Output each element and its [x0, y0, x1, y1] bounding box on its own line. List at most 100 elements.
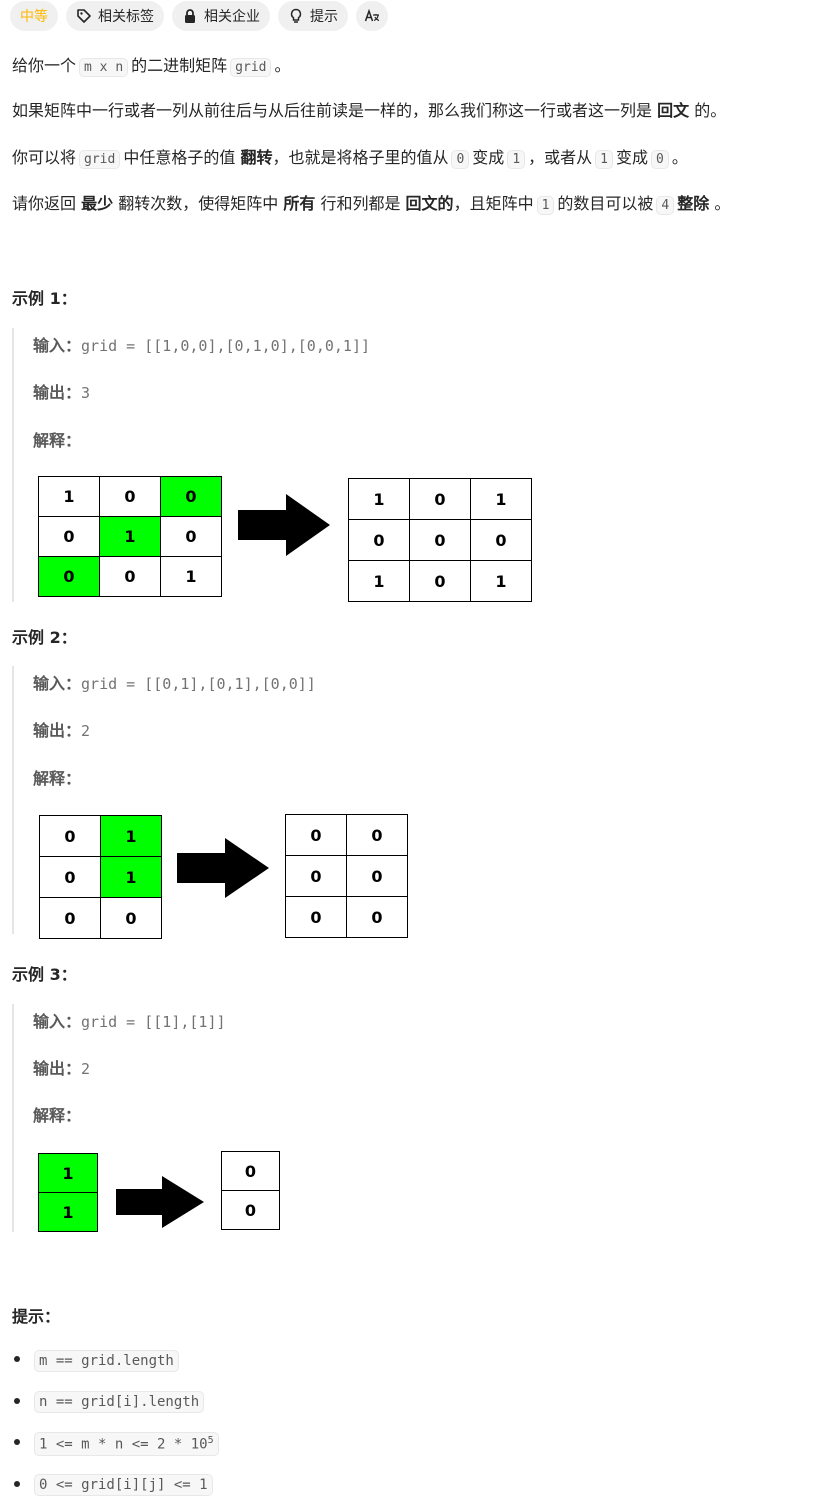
- grid-cell: 0: [40, 816, 101, 857]
- input-value: grid = [[1],[1]]: [81, 1013, 226, 1031]
- example-2-explanation: 解释：: [33, 765, 81, 789]
- grid-cell: 0: [161, 477, 222, 517]
- grid-cell: 0: [222, 1191, 280, 1230]
- companies-tag-label: 相关企业: [204, 6, 260, 26]
- constraint-code: 1 <= m * n <= 2 * 105: [34, 1432, 219, 1456]
- constraint-code: n == grid[i].length: [34, 1391, 204, 1413]
- grid-cell: 0: [100, 477, 161, 517]
- hint-tag-button[interactable]: 提示: [278, 1, 348, 31]
- translate-icon: [364, 8, 380, 24]
- text: 请你返回: [12, 194, 76, 213]
- inline-code: grid: [230, 58, 271, 77]
- grid-cell: 0: [286, 897, 347, 938]
- bold-text: 最少: [81, 194, 113, 213]
- grid-cell: 0: [347, 897, 408, 938]
- grid-cell: 0: [347, 815, 408, 856]
- topics-tag-button[interactable]: 相关标签: [66, 1, 164, 31]
- example-3-output: 输出：2: [33, 1055, 90, 1079]
- grid-cell: 0: [347, 856, 408, 897]
- input-value: grid = [[1,0,0],[0,1,0],[0,0,1]]: [81, 337, 370, 355]
- text: 。: [274, 56, 290, 75]
- grid-cell: 0: [101, 898, 162, 939]
- translate-button[interactable]: [356, 1, 388, 31]
- inline-code: 1: [595, 150, 613, 169]
- example-3-explanation: 解释：: [33, 1102, 81, 1126]
- explanation-label: 解释：: [33, 431, 81, 450]
- constraint-code: m == grid.length: [34, 1350, 179, 1372]
- text: 你可以将: [12, 148, 76, 167]
- grid-cell: 0: [410, 520, 471, 561]
- tag-bar: 中等 相关标签 相关企业 提示: [10, 0, 388, 32]
- output-label: 输出：: [33, 1059, 81, 1078]
- text: 的。: [694, 101, 726, 120]
- bold-text: 翻转: [240, 148, 272, 167]
- grid-row: 1: [39, 1154, 98, 1193]
- arrow-right-icon: [238, 494, 330, 556]
- grid-cell: 1: [471, 479, 532, 520]
- example-2-blockquote-bar: [12, 666, 14, 934]
- grid-cell: 1: [349, 479, 410, 520]
- arrow-right-icon: [116, 1176, 204, 1228]
- difficulty-badge: 中等: [10, 1, 58, 31]
- constraint-item: 0 <= grid[i][j] <= 1: [12, 1465, 219, 1506]
- grid-cell: 0: [161, 517, 222, 557]
- output-value: 2: [81, 1060, 90, 1078]
- example-2-input: 输入：grid = [[0,1],[0,1],[0,0]]: [33, 670, 316, 694]
- example-1-explanation: 解释：: [33, 427, 81, 451]
- explanation-label: 解释：: [33, 769, 81, 788]
- output-value: 2: [81, 722, 90, 740]
- grid-row: 1: [39, 1193, 98, 1232]
- grid-cell: 1: [39, 1154, 98, 1193]
- input-label: 输入：: [33, 1012, 81, 1031]
- grid-cell: 0: [39, 557, 100, 597]
- input-label: 输入：: [33, 674, 81, 693]
- companies-tag-button[interactable]: 相关企业: [172, 1, 270, 31]
- bold-text: 所有: [283, 194, 315, 213]
- inline-code: 0: [451, 150, 469, 169]
- tag-icon: [76, 8, 92, 24]
- text: 给你一个: [12, 56, 76, 75]
- input-value: grid = [[0,1],[0,1],[0,0]]: [81, 675, 316, 693]
- grid-cell: 0: [100, 557, 161, 597]
- difficulty-label: 中等: [20, 6, 48, 26]
- grid-cell: 0: [471, 520, 532, 561]
- text: 翻转次数，使得矩阵中: [118, 194, 278, 213]
- input-label: 输入：: [33, 336, 81, 355]
- output-value: 3: [81, 384, 90, 402]
- inline-code: 1: [507, 150, 525, 169]
- inline-code: grid: [79, 150, 120, 169]
- grid-cell: 0: [40, 898, 101, 939]
- grid-cell: 1: [349, 561, 410, 602]
- example-2-title: 示例 2：: [12, 624, 77, 648]
- text: 的数目可以被: [557, 194, 653, 213]
- inline-code: 1: [537, 196, 555, 215]
- constraint-item: 1 <= m * n <= 2 * 105: [12, 1423, 219, 1465]
- topics-tag-label: 相关标签: [98, 6, 154, 26]
- grid-cell: 1: [39, 477, 100, 517]
- hint-tag-label: 提示: [310, 6, 338, 26]
- example-2-output: 输出：2: [33, 717, 90, 741]
- bold-text: 回文的: [406, 194, 454, 213]
- constraint-code: 0 <= grid[i][j] <= 1: [34, 1474, 213, 1496]
- example-1-title: 示例 1：: [12, 285, 77, 309]
- grid-row: 0: [222, 1152, 280, 1191]
- text: 变成: [472, 148, 504, 167]
- inline-code: 0: [651, 150, 669, 169]
- example-1-blockquote-bar: [12, 328, 14, 602]
- text: 中任意格子的值: [123, 148, 235, 167]
- text: 变成: [616, 148, 648, 167]
